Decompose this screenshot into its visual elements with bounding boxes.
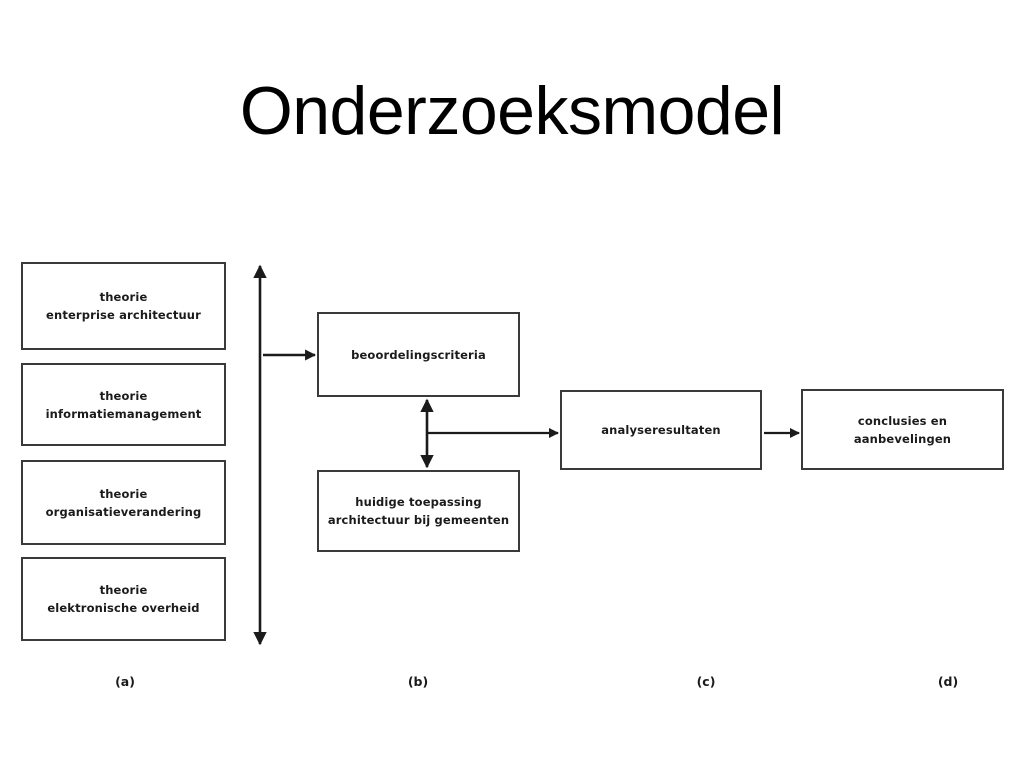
node-label-line1: analyseresultaten: [601, 423, 721, 437]
node-label: theorie elektronische overheid: [41, 581, 205, 617]
node-label: huidige toepassing architectuur bij geme…: [322, 493, 515, 529]
node-beoordelingscriteria[interactable]: beoordelingscriteria: [317, 312, 520, 397]
node-huidige-toepassing[interactable]: huidige toepassing architectuur bij geme…: [317, 470, 520, 552]
node-theorie-informatiemanagement[interactable]: theorie informatiemanagement: [21, 363, 226, 446]
node-label-line1: huidige toepassing: [355, 495, 482, 509]
node-label-line1: theorie: [99, 486, 148, 501]
column-caption-b: (b): [407, 674, 429, 689]
node-label: theorie informatiemanagement: [40, 387, 208, 423]
node-conclusies-en-aanbevelingen[interactable]: conclusies en aanbevelingen: [801, 389, 1004, 470]
node-analyseresultaten[interactable]: analyseresultaten: [560, 390, 762, 470]
column-caption-a: (a): [115, 674, 135, 689]
node-label-line2: enterprise architectuur: [46, 308, 201, 322]
node-label-line1: theorie: [99, 290, 148, 304]
node-label-line2: informatiemanagement: [45, 406, 202, 421]
node-label-line2: organisatieverandering: [45, 504, 202, 519]
node-label-line1: conclusies en aanbevelingen: [853, 413, 952, 446]
node-label-line2: architectuur bij gemeenten: [327, 513, 510, 527]
page-title: Onderzoeksmodel: [239, 73, 785, 149]
node-label: beoordelingscriteria: [345, 346, 492, 364]
node-theorie-organisatieverandering[interactable]: theorie organisatieverandering: [21, 460, 226, 545]
node-theorie-elektronische-overheid[interactable]: theorie elektronische overheid: [21, 557, 226, 641]
node-label: conclusies en aanbevelingen: [803, 412, 1002, 448]
node-label-line1: theorie: [99, 388, 148, 403]
column-caption-d: (d): [937, 674, 959, 689]
node-label: analyseresultaten: [595, 421, 727, 439]
node-label-line1: beoordelingscriteria: [351, 347, 486, 362]
node-label-line1: theorie: [99, 583, 148, 597]
node-label: theorie enterprise architectuur: [40, 288, 207, 324]
node-theorie-enterprise-architectuur[interactable]: theorie enterprise architectuur: [21, 262, 226, 350]
node-label: theorie organisatieverandering: [40, 485, 208, 521]
node-label-line2: elektronische overheid: [47, 601, 200, 615]
column-caption-c: (c): [696, 674, 716, 689]
